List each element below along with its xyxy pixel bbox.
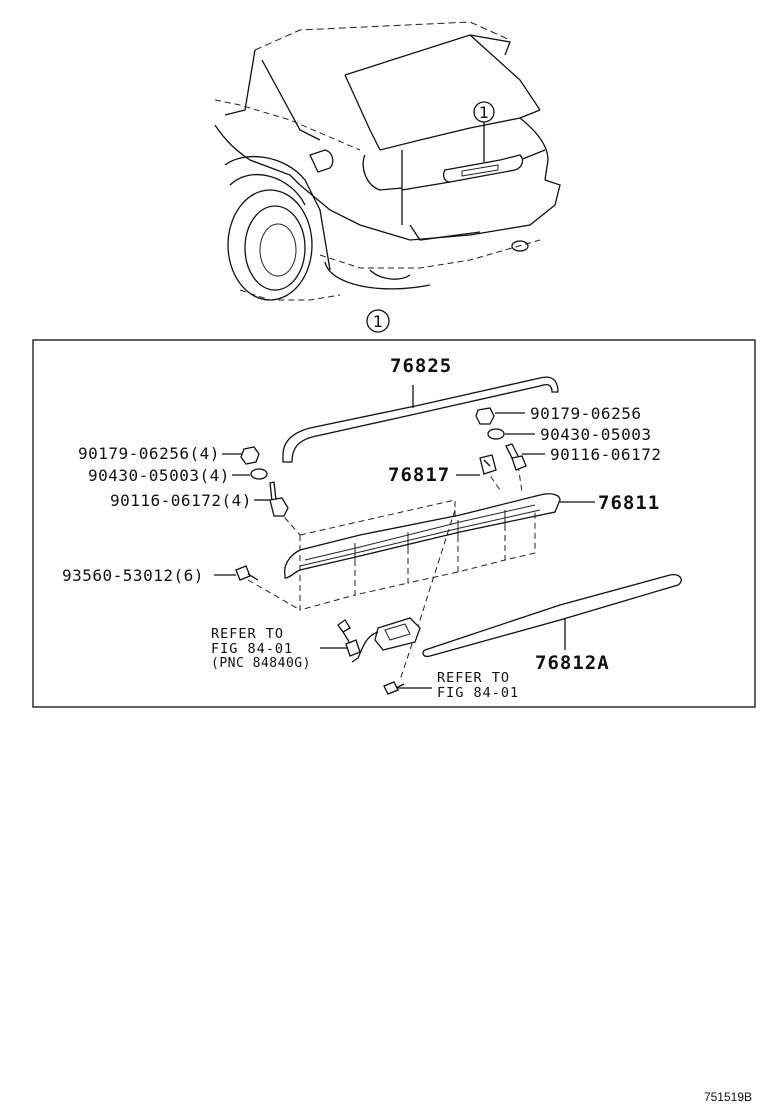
- callout-number-car: 1: [479, 103, 489, 122]
- callout-number-box: 1: [373, 312, 383, 331]
- refer-bolt-line2: FIG 84-01: [437, 685, 519, 701]
- label-76812A: 76812A: [535, 652, 610, 674]
- label-90430-right: 90430-05003: [540, 425, 651, 444]
- figure-id: 751519B: [703, 1090, 752, 1104]
- vehicle-rear-illustration: [214, 21, 561, 301]
- label-90179-right: 90179-06256: [530, 404, 641, 423]
- label-93560: 93560-53012(6): [62, 566, 204, 585]
- callout-circle-box: [366, 309, 390, 333]
- label-76817: 76817: [388, 464, 450, 486]
- assembly-guide-lines: [247, 464, 536, 681]
- moulding-76825: [282, 376, 559, 463]
- right-fasteners: [456, 407, 545, 476]
- refer-lamp-line1: REFER TO: [211, 626, 284, 642]
- label-90116-left: 90116-06172(4): [110, 491, 252, 510]
- parts-frame: [32, 339, 756, 708]
- refer-lamp-line3: (PNC 84840G): [211, 656, 311, 671]
- left-fasteners: [214, 446, 289, 581]
- label-90430-left: 90430-05003(4): [88, 466, 230, 485]
- license-lamp: [320, 617, 421, 663]
- refer-bolt-line1: REFER TO: [437, 670, 510, 686]
- label-90179-left: 90179-06256(4): [78, 444, 220, 463]
- label-90116-right: 90116-06172: [550, 445, 661, 464]
- label-76811: 76811: [598, 492, 660, 514]
- refer-lamp-line2: FIG 84-01: [211, 641, 293, 657]
- label-76825: 76825: [390, 355, 452, 377]
- lamp-screw: [383, 681, 432, 695]
- garnish-76811: [284, 493, 595, 579]
- moulding-76812A: [422, 574, 682, 658]
